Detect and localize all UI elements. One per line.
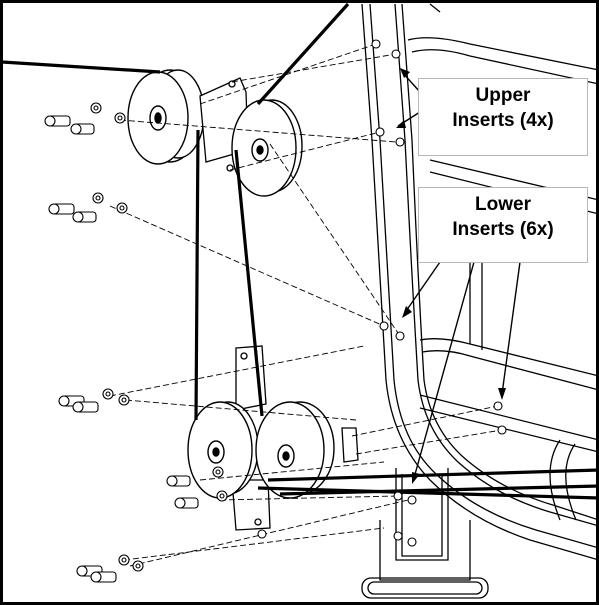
lower-inserts-callout: Lower Inserts (6x) [418, 187, 588, 263]
lower-pulley-left [187, 401, 259, 499]
upper-pulley-right [231, 99, 303, 197]
cables [1, 2, 599, 500]
leader-arrowheads [396, 68, 506, 484]
bolts [44, 39, 507, 583]
lower-callout-line2: Inserts (6x) [452, 219, 554, 240]
upper-callout-line1: Upper [475, 85, 531, 106]
upper-inserts-callout: Upper Inserts (4x) [418, 78, 588, 156]
lower-callout-line1: Lower [475, 194, 531, 215]
callout-leaders [397, 71, 521, 479]
upper-pulley-left [127, 69, 205, 165]
upper-callout-line2: Inserts (4x) [452, 110, 554, 131]
dashed-guide-lines [109, 43, 503, 567]
lower-pulley-right [255, 401, 335, 499]
